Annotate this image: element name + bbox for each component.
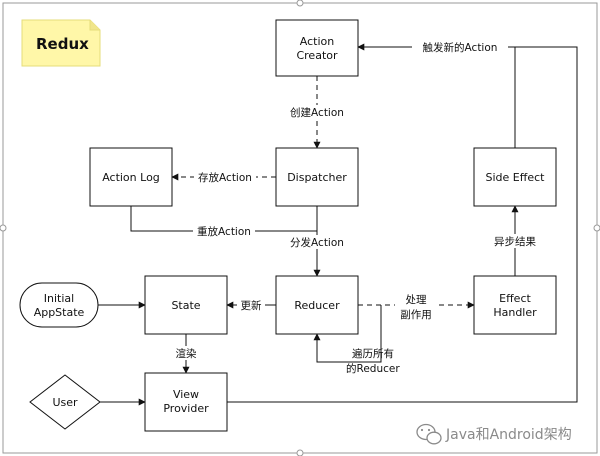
edge-view-to-creator <box>227 46 578 403</box>
node-effect-handler: Effect Handler <box>473 275 557 335</box>
redux-title-note: Redux <box>21 19 101 67</box>
node-label: State <box>171 299 200 312</box>
watermark: Java和Android架构 <box>416 423 572 445</box>
edge-label-bg <box>172 346 200 360</box>
edge-label-update: 更新 <box>241 299 262 312</box>
node-label: Creator <box>296 49 338 62</box>
node-action-creator: Action Creator <box>275 19 359 77</box>
frame-handle <box>296 0 304 7</box>
node-side-effect: Side Effect <box>473 147 557 207</box>
edge-label-trigger-new-action: 触发新的Action <box>423 41 498 54</box>
node-label: Handler <box>493 306 537 319</box>
edge-label-handle: 处理 <box>406 294 427 306</box>
edge-traverse-reducers <box>313 305 382 363</box>
node-label: View <box>173 388 199 401</box>
edge-label-bg <box>287 235 347 249</box>
edge-label-bg <box>412 40 508 54</box>
node-state: State <box>144 275 228 335</box>
frame-handle <box>593 224 600 232</box>
edge-label-bg <box>395 293 437 323</box>
node-user: User <box>29 374 101 430</box>
edge-label-async-result: 异步结果 <box>494 235 536 248</box>
wechat-icon <box>416 423 442 445</box>
edge-label-store-action: 存放Action <box>198 171 252 184</box>
node-label: Provider <box>163 402 209 415</box>
edge-label-bg <box>490 234 540 248</box>
watermark-text: Java和Android架构 <box>445 427 572 443</box>
node-reducer: Reducer <box>275 275 359 335</box>
edge-label-render: 渲染 <box>176 347 197 360</box>
edge-label-bg <box>284 105 350 119</box>
edge-label-dispatch-action: 分发Action <box>290 236 344 249</box>
node-label: Side Effect <box>486 171 546 184</box>
edge-label-replay-action: 重放Action <box>197 225 251 238</box>
node-label: AppState <box>34 306 85 319</box>
node-label: Action <box>300 35 334 48</box>
edge-trigger-new-action <box>357 43 516 148</box>
node-label: Effect <box>499 292 531 305</box>
node-label: Dispatcher <box>287 171 347 184</box>
frame-handle <box>296 449 304 456</box>
edge-label-create-action: 创建Action <box>290 106 344 119</box>
node-action-log: Action Log <box>89 147 173 207</box>
edge-label-bg <box>237 298 265 312</box>
node-label: Initial <box>44 292 74 305</box>
edge-label-side-effect: 副作用 <box>400 309 432 321</box>
node-label: User <box>52 396 78 409</box>
redux-title: Redux <box>36 35 89 53</box>
node-dispatcher: Dispatcher <box>275 147 359 207</box>
node-label: Reducer <box>294 299 340 312</box>
edge-label-traverse-2: 的Reducer <box>346 362 400 375</box>
edge-label-traverse-1: 遍历所有 <box>352 347 394 360</box>
edge-label-bg <box>194 170 256 184</box>
edge-label-bg <box>193 224 255 238</box>
node-view-provider: View Provider <box>144 372 228 432</box>
node-label: Action Log <box>102 171 160 184</box>
node-initial-appstate: Initial AppState <box>19 282 99 328</box>
frame-handle <box>0 224 7 232</box>
